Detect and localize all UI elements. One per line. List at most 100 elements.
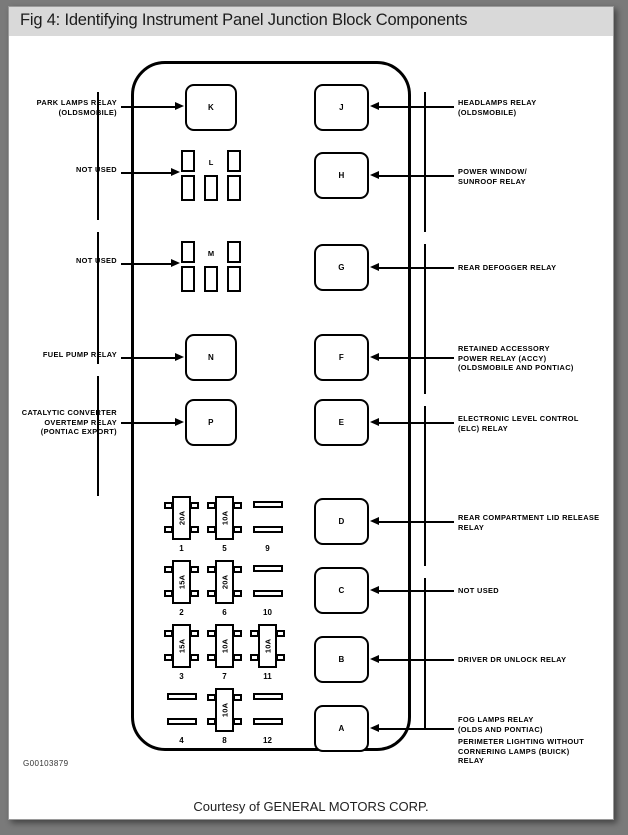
relay-letter: E — [338, 418, 345, 427]
fuse-tab — [233, 694, 242, 701]
fuse-cell-7[interactable]: 10A 7 — [207, 624, 242, 684]
callout-label-park-lamps-relay: PARK LAMPS RELAY (OLDSMOBILE) — [36, 98, 117, 117]
fuse-tab — [190, 590, 199, 597]
fuse-tab — [207, 590, 216, 597]
relay-letter: C — [338, 586, 345, 595]
fuse-number: 6 — [222, 608, 227, 617]
relay-letter: B — [338, 655, 345, 664]
fuse-tab — [207, 526, 216, 533]
relay-K[interactable]: K — [185, 84, 237, 131]
right-leader-rail-bottom — [424, 578, 426, 730]
relay-N[interactable]: N — [185, 334, 237, 381]
callout-label-not-used-M: NOT USED — [76, 256, 117, 265]
socket-letter: L — [208, 158, 214, 167]
callout-arrowhead — [370, 171, 379, 179]
fuse-tab — [233, 502, 242, 509]
callout-label-retained-accessory-power-relay: RETAINED ACCESSORY POWER RELAY (ACCY) (O… — [458, 344, 574, 373]
relay-C[interactable]: C — [314, 567, 369, 614]
empty-fuse-slot — [253, 565, 283, 572]
relay-B[interactable]: B — [314, 636, 369, 683]
socket-pin — [181, 175, 195, 201]
callout-arrowhead — [370, 517, 379, 525]
callout-arrowhead — [171, 259, 180, 267]
callout-arrowhead — [370, 655, 379, 663]
document-sheet: Fig 4: Identifying Instrument Panel Junc… — [8, 6, 614, 820]
relay-D[interactable]: D — [314, 498, 369, 545]
fuse-cell-2[interactable]: 15A 2 — [164, 560, 199, 620]
fuse-tab — [164, 654, 173, 661]
relay-H[interactable]: H — [314, 152, 369, 199]
fuse-cell-8[interactable]: 10A 8 — [207, 688, 242, 748]
fuse-cell-6[interactable]: 20A 6 — [207, 560, 242, 620]
fuse-number: 11 — [263, 672, 272, 681]
fuse-tab — [190, 566, 199, 573]
callout-leader — [379, 106, 454, 108]
callout-arrowhead — [370, 102, 379, 110]
fuse-amperage: 10A — [220, 510, 229, 526]
fuse-number: 9 — [265, 544, 270, 553]
fuse-body: 20A — [215, 560, 234, 604]
right-leader-rail-upper — [424, 92, 426, 232]
fuse-tab — [276, 654, 285, 661]
callout-label-driver-dr-unlock-relay: DRIVER DR UNLOCK RELAY — [458, 655, 567, 664]
relay-F[interactable]: F — [314, 334, 369, 381]
relay-socket-M[interactable]: M — [181, 241, 241, 292]
relay-letter: K — [207, 103, 215, 112]
relay-G[interactable]: G — [314, 244, 369, 291]
socket-letter: M — [207, 249, 215, 258]
relay-letter: H — [338, 171, 345, 180]
fuse-tab — [233, 630, 242, 637]
socket-pin — [181, 150, 195, 172]
left-leader-rail-upper — [97, 92, 99, 220]
fuse-cell-1[interactable]: 20A 1 — [164, 496, 199, 556]
callout-leader — [379, 521, 454, 523]
callout-leader — [379, 659, 454, 661]
relay-A[interactable]: A — [314, 705, 369, 752]
relay-letter: A — [338, 724, 345, 733]
fuse-cell-11[interactable]: 10A 11 — [250, 624, 285, 684]
callout-arrowhead — [171, 168, 180, 176]
fuse-tab — [233, 590, 242, 597]
relay-letter: D — [338, 517, 345, 526]
fuse-number: 4 — [179, 736, 184, 745]
callout-label-electronic-level-control-relay: ELECTRONIC LEVEL CONTROL (ELC) RELAY — [458, 414, 579, 433]
fuse-cell-9[interactable]: 9 — [250, 496, 285, 556]
callout-label-rear-defogger-relay: REAR DEFOGGER RELAY — [458, 263, 557, 272]
fuse-tab — [250, 630, 259, 637]
callout-arrowhead — [175, 102, 184, 110]
fuse-body: 10A — [215, 688, 234, 732]
callout-label-rear-compartment-lid-release-relay: REAR COMPARTMENT LID RELEASE RELAY — [458, 513, 600, 532]
relay-letter: J — [339, 103, 344, 112]
fuse-number: 1 — [179, 544, 184, 553]
socket-pin — [227, 266, 241, 292]
page-title: Fig 4: Identifying Instrument Panel Junc… — [20, 11, 468, 29]
fuse-cell-3[interactable]: 15A 3 — [164, 624, 199, 684]
callout-label-fuel-pump-relay: FUEL PUMP RELAY — [42, 350, 117, 359]
relay-E[interactable]: E — [314, 399, 369, 446]
right-leader-rail-lower — [424, 406, 426, 566]
fuse-cell-5[interactable]: 10A 5 — [207, 496, 242, 556]
fuse-tab — [190, 630, 199, 637]
fuse-tab — [207, 566, 216, 573]
empty-fuse-slot — [253, 590, 283, 597]
empty-fuse-slot — [253, 526, 283, 533]
fuse-cell-4[interactable]: 4 — [164, 688, 199, 748]
fuse-cell-12[interactable]: 12 — [250, 688, 285, 748]
callout-label-perimeter-lighting-relay: PERIMETER LIGHTING WITHOUT CORNERING LAM… — [458, 737, 585, 766]
relay-P[interactable]: P — [185, 399, 237, 446]
socket-pin — [181, 266, 195, 292]
callout-leader — [121, 422, 176, 424]
relay-socket-L[interactable]: L — [181, 150, 241, 201]
left-leader-rail-lower — [97, 376, 99, 496]
fuse-amperage: 20A — [177, 510, 186, 526]
socket-pin — [181, 241, 195, 263]
fuse-number: 8 — [222, 736, 227, 745]
callout-arrowhead — [370, 586, 379, 594]
fuse-number: 3 — [179, 672, 184, 681]
courtesy-caption: Courtesy of GENERAL MOTORS CORP. — [193, 799, 429, 814]
fuse-tab — [233, 654, 242, 661]
fuse-cell-10[interactable]: 10 — [250, 560, 285, 620]
empty-fuse-slot — [253, 501, 283, 508]
relay-J[interactable]: J — [314, 84, 369, 131]
callout-leader — [121, 357, 176, 359]
